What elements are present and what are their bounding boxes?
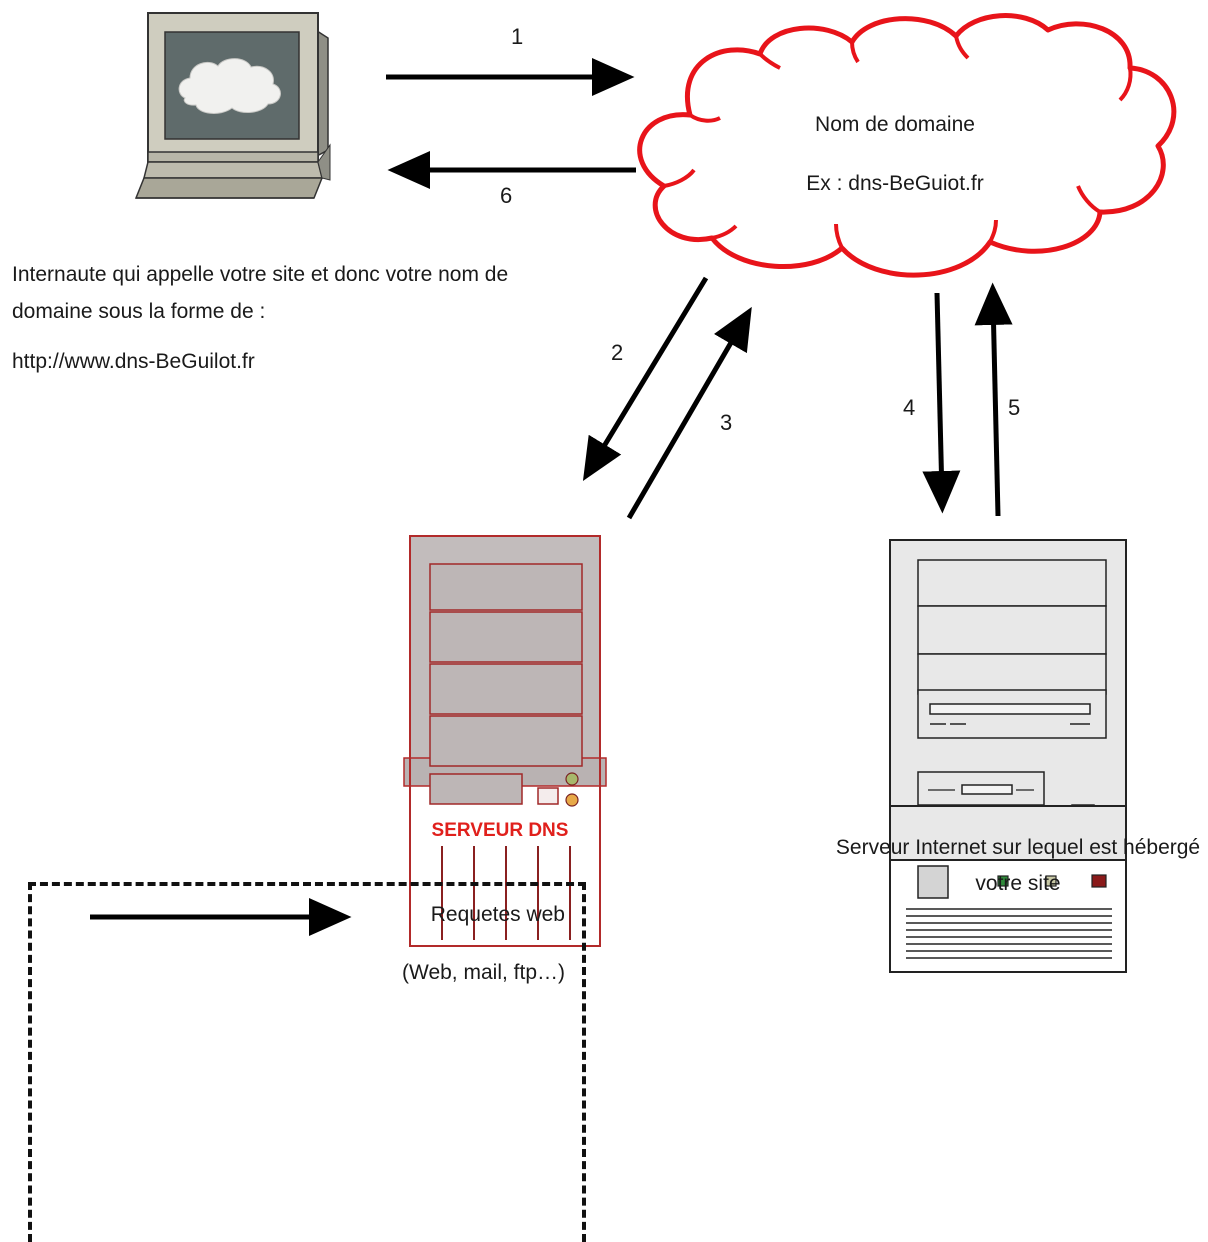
legend-box — [28, 882, 586, 1242]
step-number-1: 1 — [511, 24, 524, 49]
step-number-3: 3 — [720, 410, 733, 435]
dns-diagram: Nom de domaine Ex : dns-BeGuiot.fr 1 6 2… — [12, 12, 1201, 1242]
step-number-6: 6 — [500, 183, 513, 208]
step-number-2: 2 — [611, 340, 624, 365]
arrow-2 — [582, 276, 709, 481]
step-number-4: 4 — [903, 395, 916, 420]
web-server-icon — [889, 539, 1127, 973]
dns-server-icon — [403, 535, 607, 947]
domain-cloud-icon — [637, 13, 1177, 278]
web-server-label: Serveur Internet sur lequel est hébergé … — [835, 836, 1201, 895]
client-computer-icon — [134, 12, 331, 199]
arrow-5 — [974, 282, 1013, 517]
client-url: http://www.dns-BeGuilot.fr — [12, 350, 255, 373]
arrow-3 — [626, 306, 752, 520]
cloud-title: Nom de domaine — [815, 113, 975, 136]
client-description: Internaute qui appelle votre site et don… — [12, 263, 509, 323]
dns-server-label: SERVEUR DNS — [431, 820, 569, 841]
step-number-5: 5 — [1008, 395, 1021, 420]
arrow-4 — [922, 292, 961, 514]
cloud-example-domain: Ex : dns-BeGuiot.fr — [806, 172, 984, 195]
legend-requests-label: Requetes web — [430, 903, 565, 926]
diagram-canvas — [90, 12, 1177, 973]
legend-examples-label: (Web, mail, ftp…) — [402, 961, 565, 984]
